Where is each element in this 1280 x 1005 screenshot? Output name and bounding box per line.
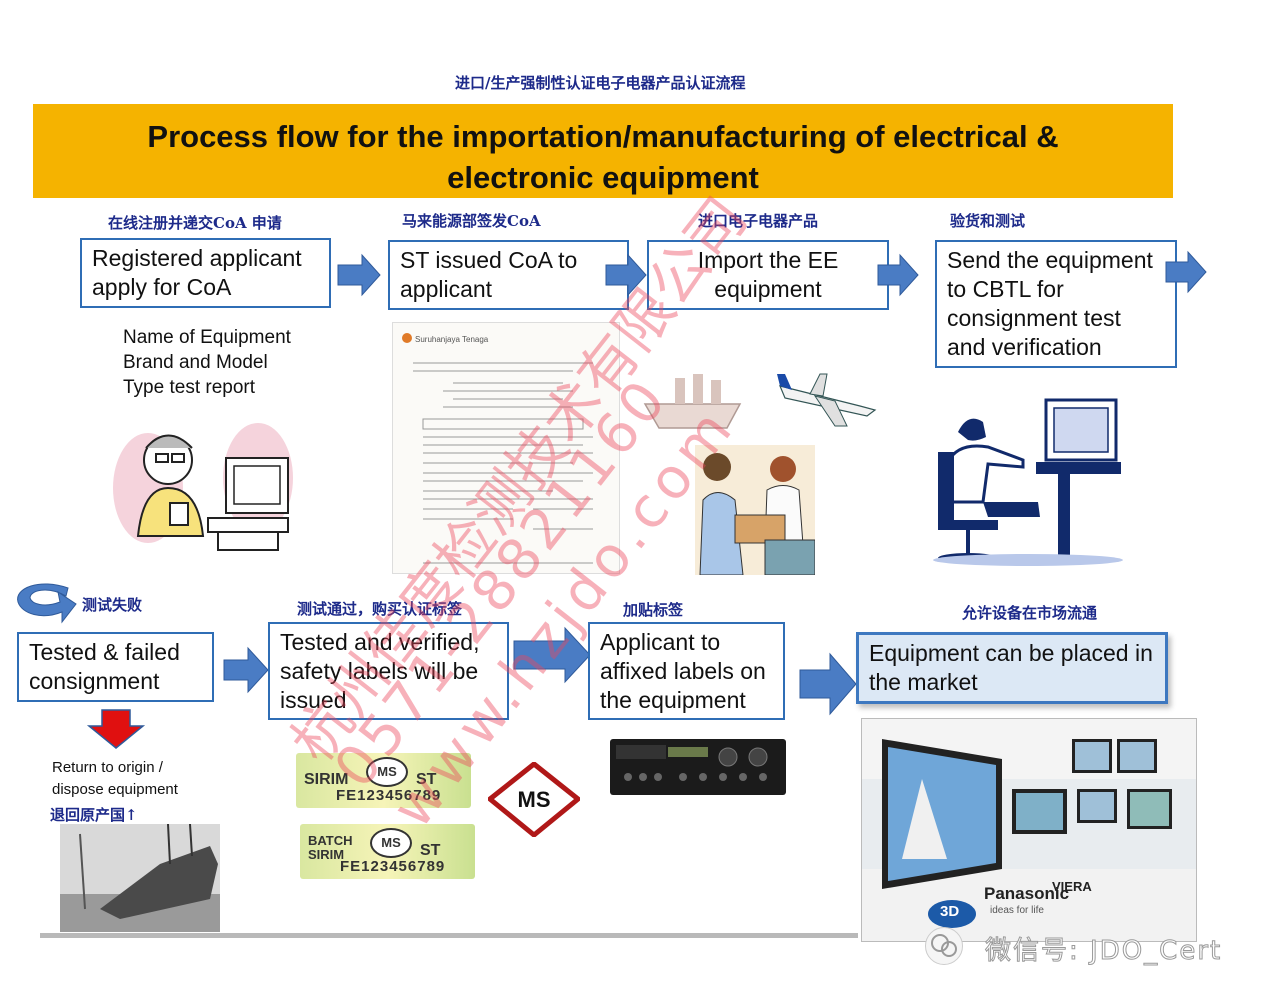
document-header: Suruhanjaya Tenaga xyxy=(415,335,489,344)
verified-cn-caption: 测试通过，购买认证标签 xyxy=(297,600,463,618)
ms-logo-text: MS xyxy=(518,787,551,812)
affix-cn-caption: 加贴标签 xyxy=(623,601,684,619)
return-text: Return to origin / dispose equipment xyxy=(52,757,178,801)
market-text: Equipment can be placed in the market xyxy=(869,640,1153,695)
amplifier-equipment-image xyxy=(610,739,786,795)
arrow-step1-to-step2 xyxy=(337,253,381,297)
technician-test-illustration xyxy=(933,398,1123,566)
requirement-item: Type test report xyxy=(123,377,256,398)
banner-title-line1: Process flow for the importation/manufac… xyxy=(147,119,1059,154)
sirim-label-2: BATCH SIRIM MS ST FE123456789 xyxy=(300,824,475,879)
label-st-text: ST xyxy=(416,771,437,788)
step3-box: Import the EE equipment xyxy=(647,240,889,310)
top-chinese-title: 进口/生产强制性认证电子电器产品认证流程 xyxy=(455,74,746,92)
panasonic-brand: Panasonic xyxy=(984,884,1070,903)
label-code: FE123456789 xyxy=(340,858,446,875)
title-banner: Process flow for the importation/manufac… xyxy=(33,104,1173,198)
return-line2: dispose equipment xyxy=(52,781,178,798)
arrow-fail-to-verified xyxy=(223,646,269,694)
step4-text: Send the equipment to CBTL for consignme… xyxy=(947,247,1153,360)
requirement-item: Name of Equipment xyxy=(123,327,291,348)
ms-mark: MS xyxy=(366,757,408,787)
step2-cn-caption: 马来能源部签发CoA xyxy=(402,212,541,230)
label-code: FE123456789 xyxy=(336,787,442,804)
wechat-icon xyxy=(925,927,963,965)
3d-badge: 3D xyxy=(940,903,960,920)
customs-inspection-illustration xyxy=(695,445,815,575)
step4-cn-caption: 验货和测试 xyxy=(950,212,1026,230)
step1-cn-caption: 在线注册并递交CoA 申请 xyxy=(108,214,282,232)
applicant-computer-illustration xyxy=(113,423,293,551)
return-cn-text: 退回原产国↑ xyxy=(50,806,138,824)
step2-text: ST issued CoA to applicant xyxy=(400,247,578,302)
step2-box: ST issued CoA to applicant xyxy=(388,240,629,310)
viera-brand: VIERA xyxy=(1052,879,1092,894)
banner-title-line2: electronic equipment xyxy=(447,160,759,195)
step3-text: Import the EE equipment xyxy=(697,247,839,302)
affix-box: Applicant to affixed labels on the equip… xyxy=(588,622,785,720)
arrow-step2-to-step3 xyxy=(605,253,647,297)
curved-back-arrow xyxy=(17,583,77,624)
banner-title: Process flow for the importation/manufac… xyxy=(33,116,1173,198)
market-cn-caption: 允许设备在市场流通 xyxy=(962,604,1098,622)
step1-text: Registered applicant apply for CoA xyxy=(92,245,302,300)
ship-return-photo xyxy=(60,824,220,932)
label-top-text: BATCH SIRIM xyxy=(308,833,353,862)
step1-box: Registered applicant apply for CoA xyxy=(80,238,331,308)
arrow-step4-out xyxy=(1165,250,1207,294)
label-st-text: ST xyxy=(420,842,441,859)
wechat-id: 微信号: JDO_Cert xyxy=(984,936,1223,967)
sirim-label-1: SIRIM MS ST FE123456789 xyxy=(296,753,471,808)
arrow-verified-to-affix xyxy=(513,626,591,684)
arrow-fail-down xyxy=(86,709,146,749)
verified-text: Tested and verified, safety labels will … xyxy=(280,629,480,713)
ms-logo: MS xyxy=(488,762,580,837)
requirements-list: Name of Equipment Brand and Model Type t… xyxy=(123,325,291,400)
step3-cn-caption: 进口电子电器产品 xyxy=(698,212,819,230)
arrow-affix-to-market xyxy=(799,652,857,716)
fail-text: Tested & failed consignment xyxy=(29,639,180,694)
bottom-divider xyxy=(40,933,858,938)
market-box: Equipment can be placed in the market xyxy=(856,632,1168,704)
document-lines xyxy=(402,333,593,564)
ms-mark: MS xyxy=(370,828,412,858)
verified-box: Tested and verified, safety labels will … xyxy=(268,622,509,720)
fail-box: Tested & failed consignment xyxy=(17,632,214,702)
ship-plane-illustration xyxy=(643,373,877,429)
arrow-step3-to-step4 xyxy=(877,253,919,297)
fail-cn-caption: 测试失败 xyxy=(82,596,143,614)
tagline-text: ideas for life xyxy=(990,905,1044,916)
tv-showroom-graphics xyxy=(862,719,1196,941)
requirement-item: Brand and Model xyxy=(123,352,268,373)
affix-text: Applicant to affixed labels on the equip… xyxy=(600,629,766,713)
coa-document-image: Suruhanjaya Tenaga xyxy=(392,322,620,574)
label-top-text: SIRIM xyxy=(304,771,349,788)
return-line1: Return to origin / xyxy=(52,759,163,776)
tv-showroom-photo: Panasonic VIERA ideas for life 3D xyxy=(861,718,1197,942)
step4-box: Send the equipment to CBTL for consignme… xyxy=(935,240,1177,368)
